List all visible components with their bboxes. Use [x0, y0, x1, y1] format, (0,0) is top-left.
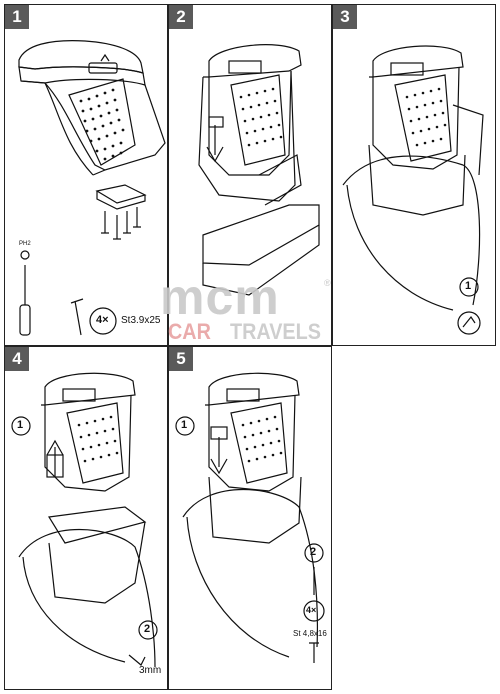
callout-1: 1 — [181, 419, 188, 431]
step-number: 2 — [169, 5, 193, 29]
callout-2: 2 — [310, 546, 317, 558]
step-1-panel: 1 — [4, 4, 168, 346]
screw-spec: St 4,8x16 — [293, 629, 327, 638]
step-4-panel: 4 — [4, 346, 168, 690]
armrest-lift-drill-illustration — [11, 372, 158, 668]
step-number: 4 — [5, 347, 29, 371]
step-2-panel: 2 — [168, 4, 332, 346]
callout-1: 1 — [465, 280, 472, 292]
armrest-screw-fix-illustration — [175, 372, 325, 663]
step-5-panel: 5 — [168, 346, 332, 690]
step-number: 3 — [333, 5, 357, 29]
screw-count: 4× — [96, 314, 109, 326]
drill-size-label: 3mm — [139, 665, 162, 676]
step-3-panel: 3 — [332, 4, 496, 346]
callout-2: 2 — [144, 623, 151, 635]
armrest-exploded-illustration — [18, 40, 166, 336]
callout-1: 1 — [17, 419, 24, 431]
step-number: 1 — [5, 5, 29, 29]
screw-spec: St3.9x25 — [121, 315, 161, 326]
screw-count: 4× — [306, 605, 317, 615]
armrest-slide-in-illustration — [198, 44, 320, 296]
step-number: 5 — [169, 347, 193, 371]
screwdriver-label: PH2 — [19, 241, 31, 247]
armrest-seat-mount-illustration — [342, 45, 484, 335]
